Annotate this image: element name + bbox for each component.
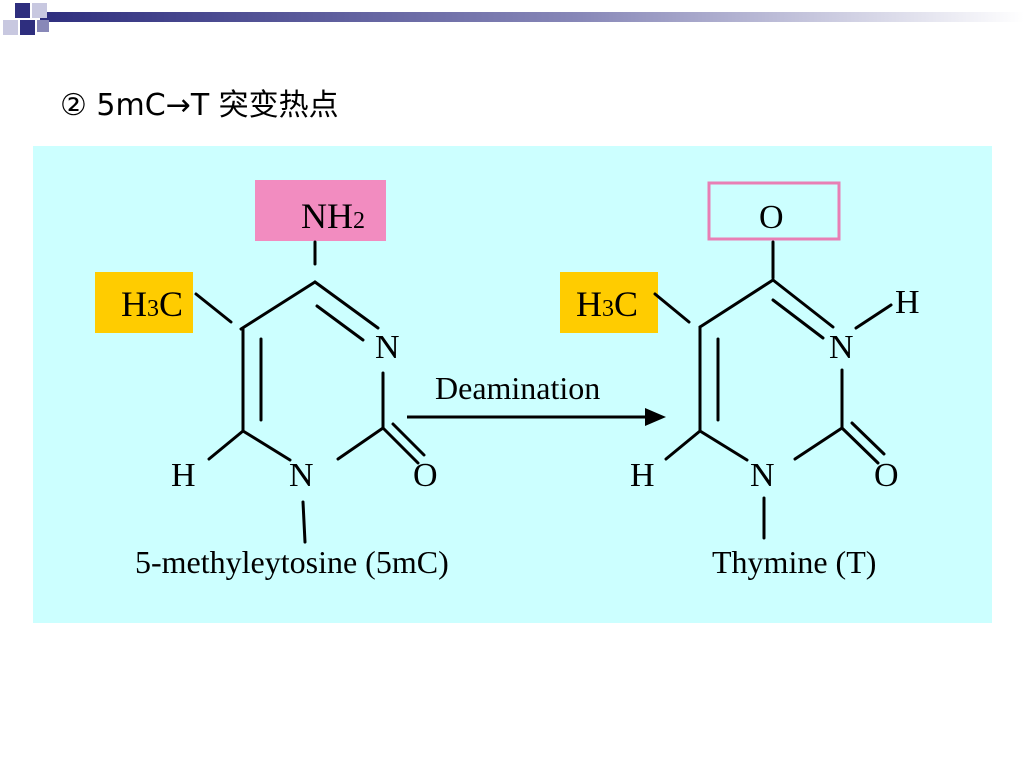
reactant-methyl-highlight — [95, 272, 193, 333]
reaction-arrow-head — [645, 408, 666, 426]
reactant-name: 5-methyleytosine (5mC) — [135, 544, 449, 580]
carbonyl-highlight-box — [707, 181, 841, 241]
banner-square-2 — [32, 3, 47, 18]
product-carbonyl-oxygen: O — [759, 199, 784, 236]
amino-group-label: NH2 — [301, 196, 365, 236]
banner-square-1 — [15, 3, 30, 18]
reactant-bonds — [194, 240, 426, 544]
header-banner — [3, 3, 1024, 35]
slide-title: ② 5mC→T 突变热点 — [60, 88, 339, 123]
banner-gradient-bar — [40, 12, 1024, 22]
reactant-methyl-label: H3C — [121, 284, 183, 324]
reactant-ring-hydrogen: H — [171, 457, 196, 494]
product-methyl-highlight — [560, 272, 658, 333]
product-ring-oxygen: O — [874, 457, 899, 494]
product-ring-hydrogen: H — [630, 457, 655, 494]
product-bonds — [653, 240, 893, 540]
product-ring-n3: N — [829, 329, 854, 366]
product-ring-n1: N — [750, 457, 775, 494]
reactant-ring-oxygen: O — [413, 457, 438, 494]
banner-square-3 — [3, 20, 18, 35]
banner-square-5 — [37, 20, 49, 32]
reaction-arrow-label: Deamination — [435, 370, 600, 406]
product-name: Thymine (T) — [712, 544, 876, 580]
product-methyl-label: H3C — [576, 284, 638, 324]
amino-group-highlight — [255, 180, 386, 241]
banner-square-4 — [20, 20, 35, 35]
reaction-diagram: NH2 H3C N N O H 5-methyleytosine (5mC) D… — [95, 180, 920, 580]
reactant-ring-n1: N — [289, 457, 314, 494]
reactant-ring-n3: N — [375, 329, 400, 366]
reaction-figure: NH2 H3C N N O H 5-methyleytosine (5mC) D… — [33, 146, 992, 623]
product-n3-hydrogen: H — [895, 284, 920, 321]
